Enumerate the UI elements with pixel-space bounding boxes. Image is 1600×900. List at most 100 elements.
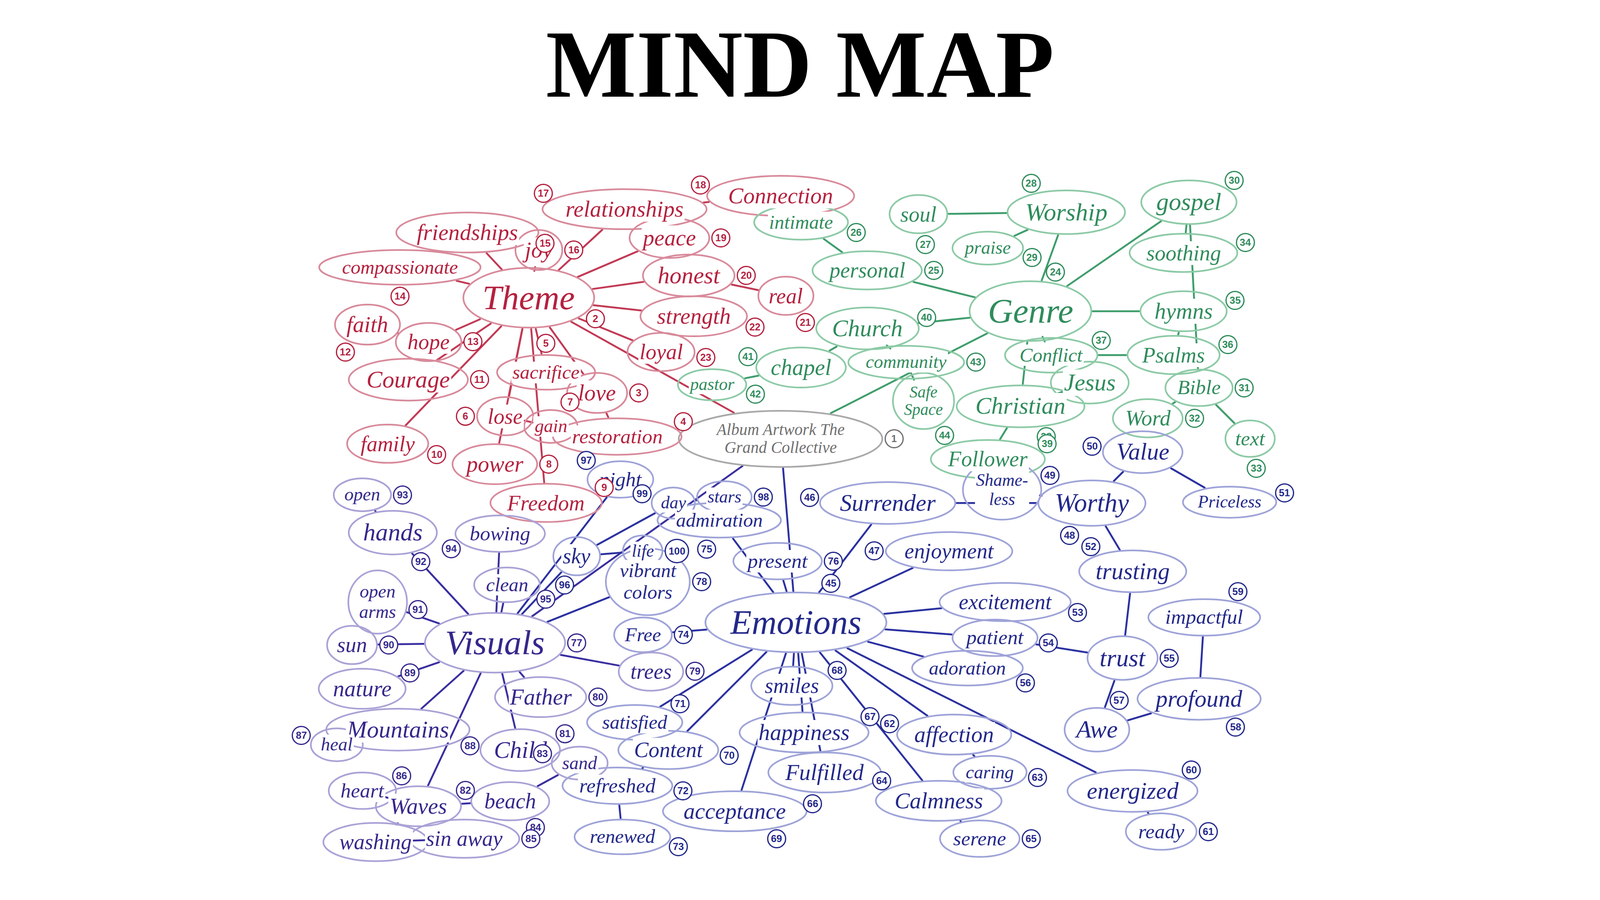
callout-number: 63: [1027, 767, 1048, 788]
mind-map-node: community: [847, 344, 966, 380]
node-ellipse: [1165, 369, 1233, 407]
node-text: heal: [319, 734, 354, 755]
node-ellipse: [677, 369, 747, 401]
connector-line: [537, 775, 558, 786]
node-text: compassionate: [340, 256, 460, 278]
callout-number: 77: [567, 633, 587, 653]
connector-line: [642, 767, 643, 769]
node-ellipse: [754, 205, 848, 240]
node-ellipse: [587, 705, 683, 740]
node-text: Waves: [388, 793, 448, 819]
node-text: impactful: [1164, 605, 1245, 629]
mind-map-node: profound: [1136, 676, 1263, 721]
node-text: praise: [963, 237, 1012, 259]
mind-map-node: energized: [1066, 768, 1199, 813]
connector-line: [1098, 354, 1126, 357]
node-text: soul: [899, 202, 938, 227]
callout-number: 74: [673, 625, 693, 645]
node-text: chapel: [769, 355, 833, 380]
mind-map-node: Content: [617, 729, 720, 771]
node-text: Worship: [1024, 198, 1109, 227]
connector-line: [782, 467, 794, 592]
mind-map-node: smiles: [750, 665, 834, 707]
mind-map-node: impactful: [1147, 597, 1262, 638]
node-ellipse: [1225, 420, 1275, 458]
connector-line: [1127, 713, 1152, 721]
node-text: refreshed: [577, 774, 657, 798]
mind-map-node: personal: [811, 250, 923, 291]
node-text: day: [659, 493, 688, 513]
mind-map-node: loyal: [626, 331, 696, 373]
callout-number: 16: [564, 240, 584, 260]
node-ellipse: [953, 755, 1027, 789]
node-ellipse: [1079, 550, 1187, 593]
node-ellipse: [812, 251, 922, 290]
node-ellipse: [425, 612, 565, 673]
mind-map-node: Fulfilled: [767, 751, 883, 794]
callout-number: 58: [1225, 717, 1245, 737]
connector-line: [619, 805, 621, 818]
node-ellipse: [969, 281, 1092, 341]
callout-number: 36: [1218, 335, 1238, 355]
node-text: Album Artwork The Grand Collective: [705, 420, 856, 457]
callout-number: 60: [1181, 760, 1201, 780]
node-ellipse: [614, 617, 672, 653]
mind-map-node: sky: [552, 535, 602, 577]
callout-number: 57: [1109, 690, 1129, 710]
node-text: Shame- less: [975, 470, 1030, 510]
node-ellipse: [956, 385, 1085, 428]
connector-line: [972, 755, 975, 757]
mind-map-node: trees: [617, 651, 685, 693]
mind-map-node: Genre: [968, 280, 1093, 343]
mind-map-node: hymns: [1139, 290, 1228, 333]
node-ellipse: [395, 322, 462, 362]
mind-map-node: bowing: [454, 514, 547, 554]
node-ellipse: [396, 212, 539, 253]
node-text: Awe: [1075, 715, 1120, 744]
node-ellipse: [848, 345, 965, 379]
callout-number: 88: [460, 736, 480, 756]
node-ellipse: [348, 510, 438, 555]
node-text: trees: [629, 659, 673, 684]
mind-map-node: Value: [1101, 430, 1184, 475]
connector-line: [1185, 225, 1187, 233]
mind-map-node: Priceless: [1181, 485, 1278, 520]
node-ellipse: [939, 582, 1071, 622]
node-ellipse: [455, 515, 545, 553]
node-text: love: [576, 380, 618, 406]
node-text: Courage: [365, 366, 452, 393]
callout-number: 93: [392, 485, 413, 505]
node-ellipse: [1005, 337, 1098, 373]
callout-number: 65: [1021, 829, 1041, 849]
node-ellipse: [1129, 233, 1238, 273]
node-text: honest: [656, 262, 721, 289]
node-text: patient: [965, 626, 1025, 649]
node-text: sun: [335, 632, 369, 657]
connector-line: [455, 319, 480, 330]
node-text: happiness: [757, 720, 851, 745]
node-ellipse: [347, 424, 429, 463]
mind-map-node: caring: [952, 754, 1028, 790]
callout-number: 46: [800, 487, 820, 508]
node-ellipse: [1182, 486, 1277, 518]
mind-map-node: Conflict: [1003, 336, 1099, 374]
connector-line: [1014, 230, 1028, 236]
mind-map-node: renewed: [573, 818, 672, 856]
connector-line: [1113, 471, 1124, 482]
mind-map-node: beach: [470, 780, 551, 822]
node-text: lose: [486, 404, 524, 429]
callout-number: 79: [685, 661, 705, 681]
mind-map-node: enjoyment: [884, 530, 1014, 572]
node-ellipse: [952, 231, 1023, 265]
node-ellipse: [333, 478, 391, 512]
node-text: Emotions: [729, 603, 863, 642]
callout-number: 19: [711, 228, 731, 248]
connector-line: [823, 238, 843, 253]
callout-number: 47: [864, 541, 884, 561]
mind-map-node: text: [1224, 419, 1276, 459]
connector-line: [1147, 812, 1149, 814]
callout-number: 69: [767, 829, 787, 849]
callout-number: 54: [1038, 633, 1058, 653]
connector-line: [1000, 427, 1008, 440]
